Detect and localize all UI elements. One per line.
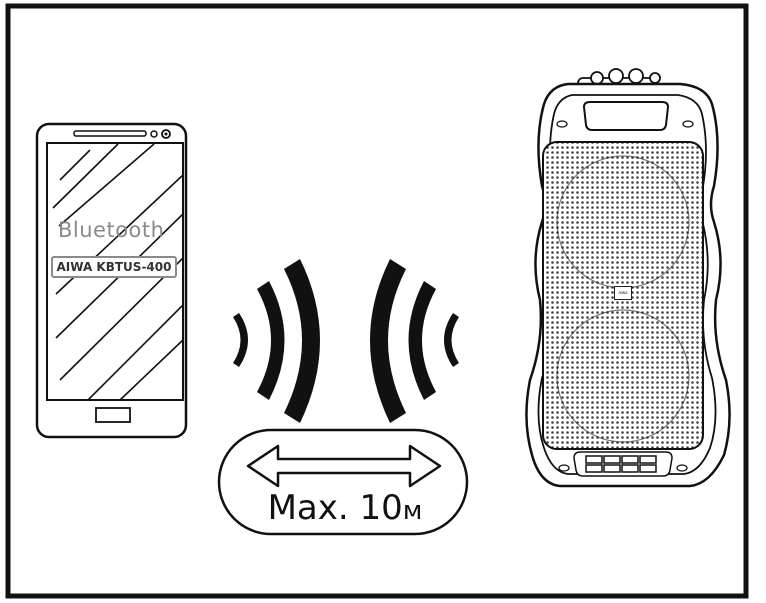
double-arrow-icon <box>246 444 442 488</box>
smartphone <box>35 122 188 439</box>
diagram-border <box>5 3 749 599</box>
brand-logo: aiwa <box>614 286 632 300</box>
speaker-handle <box>582 101 670 131</box>
signal-waves-right <box>370 259 459 423</box>
screen-glare <box>52 143 183 400</box>
phone-earpiece <box>73 130 147 137</box>
camera-icon <box>150 130 158 138</box>
signal-waves-left <box>233 259 320 423</box>
range-value: Max. 10 <box>267 488 403 528</box>
bottom-controls <box>573 451 673 477</box>
home-button <box>95 407 131 423</box>
party-speaker <box>525 68 731 488</box>
paired-device-name[interactable]: AIWA KBTUS-400 <box>51 256 177 278</box>
bluetooth-menu-title: Bluetooth <box>58 218 165 242</box>
range-capsule <box>217 428 469 536</box>
max-range-label: Max. 10м <box>225 488 465 528</box>
camera-lens-icon <box>161 129 171 139</box>
range-unit: м <box>402 496 423 526</box>
woofer-lower <box>556 309 690 443</box>
